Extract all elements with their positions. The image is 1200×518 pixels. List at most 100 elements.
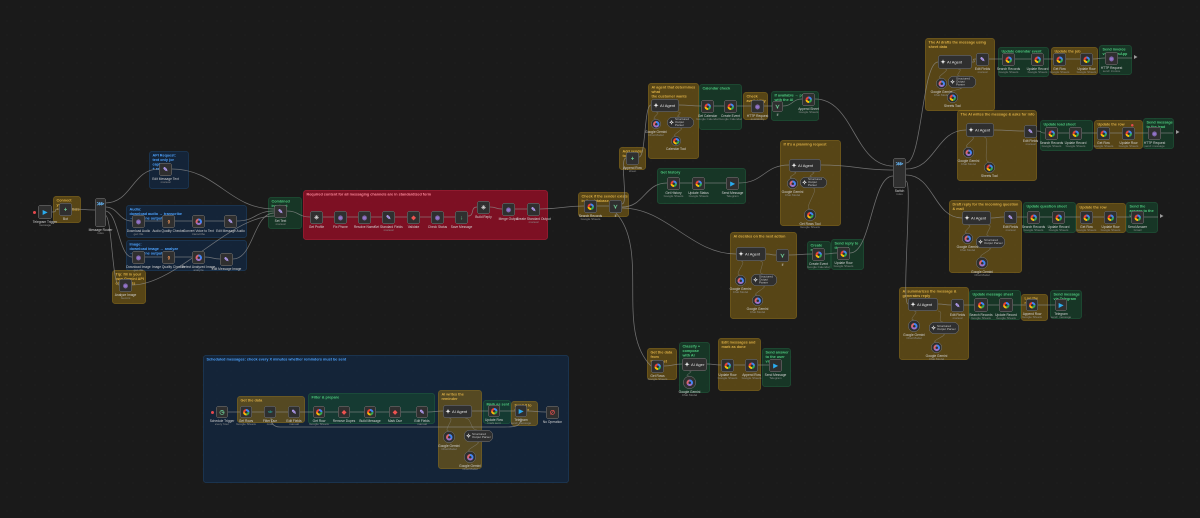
node-std3[interactable]: ◉ [358, 211, 371, 224]
node-find-user[interactable] [584, 200, 597, 213]
group-draft2[interactable]: The AI writes the message & asks for inf… [957, 110, 1037, 181]
node-j-agent[interactable]: ✦AI Agent [651, 99, 679, 112]
node-t4-gem2[interactable] [931, 342, 942, 353]
node-std5[interactable]: ◆ [407, 211, 420, 224]
node-t4-pill[interactable]: ✧Structured Output Parser [929, 322, 959, 334]
node-b4a[interactable]: ▶ [769, 359, 782, 372]
node-r-gem[interactable] [787, 178, 798, 189]
node-z2b[interactable]: ◆ [338, 406, 350, 418]
node-noop[interactable]: ∅ [546, 406, 559, 419]
node-t4-agent[interactable]: ✦AI Agent [908, 298, 938, 311]
node-z3-gem[interactable] [443, 431, 455, 443]
node-j-cal[interactable] [671, 136, 681, 146]
node-v2b[interactable] [1122, 127, 1135, 140]
node-u1a[interactable] [1002, 53, 1015, 66]
node-z3-pill[interactable]: ✧Structured Output Parser [464, 430, 493, 442]
node-std7[interactable]: ↓ [455, 211, 468, 224]
node-r-pill[interactable]: ✧Structured Output Parser [800, 177, 827, 188]
node-dl-audio[interactable]: ◉ [132, 215, 145, 228]
node-image-q[interactable]: {} [162, 251, 175, 264]
node-t1-edit[interactable]: ✎ [976, 53, 989, 66]
node-avail-http[interactable]: ◉ [751, 100, 764, 113]
node-sched-trigger[interactable]: ◷ [216, 406, 228, 418]
node-w1a[interactable]: ◉ [1105, 52, 1118, 65]
node-u4a[interactable] [974, 298, 988, 312]
node-t3-agent[interactable]: ✦AI Agent [962, 211, 991, 225]
node-router[interactable]: ⋙ [95, 198, 106, 227]
node-b3a[interactable] [721, 359, 734, 372]
node-z2e[interactable]: ✎ [416, 406, 428, 418]
node-t2-edit[interactable]: ✎ [1024, 125, 1037, 138]
node-u4b[interactable] [999, 298, 1013, 312]
node-z2c[interactable] [364, 406, 376, 418]
node-b2-agent[interactable]: ✦AI Agent [682, 358, 707, 371]
node-add-user[interactable]: + [626, 152, 639, 165]
node-edit-image[interactable]: ✎ [220, 253, 233, 266]
node-v1a[interactable] [1053, 53, 1066, 66]
node-r-tool[interactable] [804, 209, 816, 221]
node-u1b[interactable] [1031, 53, 1044, 66]
node-audio-q[interactable]: {} [162, 215, 175, 228]
node-hist3[interactable]: ▶ [726, 177, 739, 190]
node-z2a[interactable] [313, 406, 325, 418]
node-u2b[interactable] [1069, 127, 1082, 140]
node-u3b[interactable] [1052, 211, 1065, 224]
node-t1-gem[interactable] [936, 78, 947, 89]
node-gemini-img[interactable]: ◉ [119, 279, 132, 292]
node-z1b[interactable]: </> [264, 406, 276, 418]
node-z2d[interactable]: ◆ [389, 406, 401, 418]
node-o-if[interactable]: ⋎ [776, 249, 789, 262]
node-user-if[interactable]: ⋎ [609, 200, 622, 213]
node-z4a[interactable] [488, 405, 500, 417]
node-t2-tool[interactable] [984, 162, 995, 173]
node-std2[interactable]: ◉ [334, 211, 347, 224]
node-v3b[interactable] [1104, 211, 1117, 224]
node-std6[interactable]: ◉ [431, 211, 444, 224]
node-z5a[interactable]: ▶ [515, 405, 527, 417]
node-edit-audio[interactable]: ✎ [224, 215, 237, 228]
node-bot-set[interactable]: + [59, 203, 72, 216]
node-t2-agent[interactable]: ✦AI Agent [966, 123, 994, 137]
node-v2a[interactable] [1097, 127, 1110, 140]
node-o-gem2[interactable] [752, 295, 763, 306]
node-rep-row[interactable] [837, 247, 850, 260]
node-t2-gem[interactable] [963, 147, 974, 158]
node-t1-tool[interactable] [947, 92, 958, 103]
node-b1a[interactable] [651, 360, 664, 373]
node-plan-sheet[interactable] [802, 93, 815, 106]
node-std4[interactable]: ✎ [382, 211, 395, 224]
node-o-gem1[interactable] [735, 275, 746, 286]
node-t1-agent[interactable]: ✦AI Agent [938, 55, 972, 69]
node-std1[interactable]: ✳ [310, 211, 323, 224]
node-j-gem[interactable] [651, 119, 661, 129]
node-w3a[interactable] [1131, 211, 1144, 224]
node-t1-pill[interactable]: ✧Structured Output Parser [948, 76, 976, 88]
node-hist1[interactable] [667, 177, 680, 190]
node-hist2[interactable] [692, 177, 705, 190]
node-cal-create[interactable] [724, 100, 737, 113]
node-t3-pill[interactable]: ✧Structured Output Parser [976, 236, 1005, 248]
node-v3a[interactable] [1080, 211, 1093, 224]
node-b3b[interactable] [745, 359, 758, 372]
node-u3a[interactable] [1027, 211, 1040, 224]
node-r-agent[interactable]: ✦AI Agent [789, 159, 821, 172]
node-dl-image[interactable]: ◉ [132, 251, 145, 264]
node-t3-edit[interactable]: ✎ [1004, 211, 1017, 224]
node-switch2[interactable]: ⋙ [893, 158, 906, 188]
node-v1b[interactable] [1080, 53, 1093, 66]
node-t3-gem[interactable] [962, 233, 973, 244]
node-j-pill[interactable]: ✧Structured Output Parser [667, 117, 694, 128]
node-t4-gem[interactable] [908, 320, 920, 332]
node-ev-create[interactable] [812, 248, 825, 261]
node-v4a[interactable] [1026, 299, 1038, 311]
node-voice2text[interactable] [192, 215, 205, 228]
node-t3-gem2[interactable] [976, 257, 988, 269]
node-plan-if[interactable]: ⋎ [772, 101, 783, 112]
node-z1a[interactable] [240, 406, 252, 418]
node-set-text[interactable]: ✎ [274, 205, 287, 218]
node-cal-get[interactable] [701, 100, 714, 113]
node-std9[interactable]: ◉ [502, 203, 515, 216]
node-z1c[interactable]: ✎ [288, 406, 300, 418]
node-u2a[interactable] [1045, 127, 1058, 140]
